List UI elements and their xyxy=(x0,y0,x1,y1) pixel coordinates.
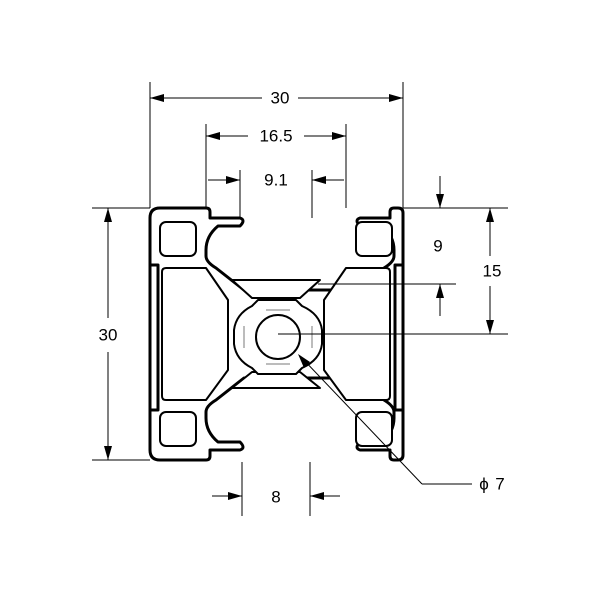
arrow-head xyxy=(104,446,112,460)
bottom-cavity xyxy=(231,371,321,389)
arrow-head xyxy=(486,320,494,334)
profile-outer-contour xyxy=(148,206,405,462)
corner-hollow-bottom-left xyxy=(159,411,197,447)
arrow-head xyxy=(206,132,220,140)
diameter-symbol: ϕ xyxy=(479,474,489,493)
arrow-head xyxy=(298,354,310,368)
dimension-lines xyxy=(92,82,508,516)
center-bore-keys xyxy=(243,309,313,365)
top-cavity xyxy=(231,279,321,299)
label-overall-width: 30 xyxy=(271,88,290,107)
arrow-head xyxy=(389,94,403,102)
corner-hollow-top-right xyxy=(355,221,393,257)
arrow-head xyxy=(332,132,346,140)
label-slot-opening-width: 9.1 xyxy=(264,170,288,189)
right-slot-contour xyxy=(393,263,403,412)
label-center-height: 15 xyxy=(483,261,502,280)
label-slot-depth: 9 xyxy=(433,236,442,255)
arrow-head xyxy=(436,284,444,298)
label-overall-height: 30 xyxy=(99,325,118,344)
arrow-head xyxy=(228,492,242,500)
arrow-head xyxy=(486,208,494,222)
label-slot-outer-width: 16.5 xyxy=(259,126,292,145)
leader-line-bore xyxy=(299,355,423,485)
center-bore xyxy=(255,314,301,360)
arrow-head xyxy=(312,176,326,184)
label-center-bore: 7 xyxy=(495,474,504,493)
arrow-head xyxy=(226,176,240,184)
label-slot-bottom-width: 8 xyxy=(271,487,280,506)
left-slot-contour xyxy=(150,263,160,412)
profile-cross-section xyxy=(148,206,405,462)
arrow-head xyxy=(310,492,324,500)
dimension-labels: 30 16.5 9.1 30 15 9 8 ϕ 7 xyxy=(99,88,505,506)
arrow-head xyxy=(150,94,164,102)
corner-hollow-bottom-right xyxy=(355,411,393,447)
left-cavity xyxy=(161,267,229,401)
arrow-head xyxy=(436,194,444,208)
arrow-head xyxy=(104,208,112,222)
corner-hollow-top-left xyxy=(159,221,197,257)
